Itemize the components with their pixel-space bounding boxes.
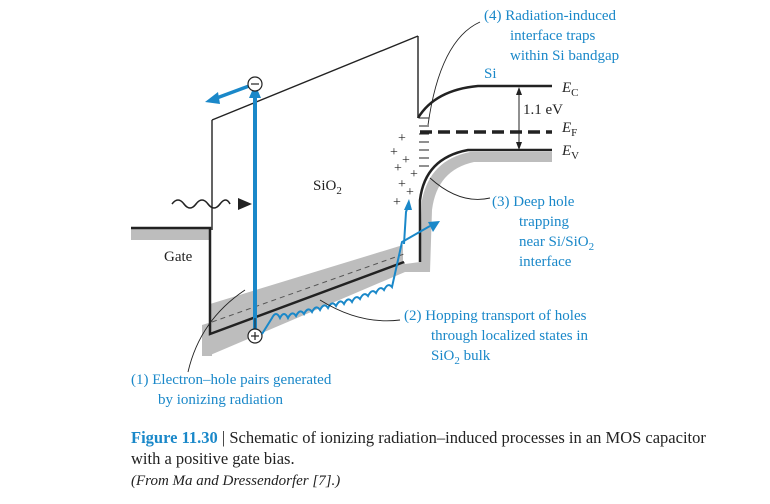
bandgap-arrowhead-down — [516, 142, 522, 150]
caption-separator: | — [217, 428, 230, 447]
svg-text:(4) Radiation-induced: (4) Radiation-induced — [484, 8, 617, 24]
leader-2 — [319, 299, 401, 322]
interface-traps — [419, 117, 429, 167]
svg-text:trapping: trapping — [519, 214, 569, 230]
radiation-wave — [171, 199, 231, 209]
svg-text:(2) Hopping transport of holes: (2) Hopping transport of holes — [404, 308, 587, 324]
si-label: Si — [484, 66, 497, 82]
svg-text:+: + — [390, 145, 398, 160]
annotation-4: (4) Radiation-induced interface traps wi… — [484, 8, 619, 64]
svg-text:+: + — [406, 185, 414, 200]
annotation-3: (3) Deep hole trapping near Si/SiO2 inte… — [492, 194, 594, 270]
svg-text:+: + — [410, 167, 418, 182]
gate-outline — [131, 226, 405, 336]
leader-4 — [427, 21, 481, 126]
leader-3 — [429, 177, 491, 200]
hopping-arrowhead — [428, 221, 440, 232]
svg-text:(3) Deep hole: (3) Deep hole — [492, 194, 575, 210]
oxide-cb-top — [211, 35, 419, 121]
trapped-holes: + + + + + + + + — [390, 131, 418, 210]
svg-text:interface traps: interface traps — [510, 28, 596, 44]
svg-text:near Si/SiO2: near Si/SiO2 — [519, 234, 594, 253]
hopping-path — [261, 225, 431, 335]
bandgap-arrowhead-up — [516, 87, 522, 95]
annotation-2: (2) Hopping transport of holes through l… — [404, 308, 589, 367]
valence-band-gray — [405, 152, 552, 272]
leader-1 — [187, 289, 246, 373]
svg-text:by ionizing radiation: by ionizing radiation — [158, 392, 283, 408]
svg-text:interface: interface — [519, 254, 572, 270]
svg-text:within Si bandgap: within Si bandgap — [510, 48, 619, 64]
svg-text:(1) Electron–hole pairs genera: (1) Electron–hole pairs generated — [131, 372, 332, 388]
electron-escape-arrowhead — [205, 92, 220, 104]
si-conduction-band — [416, 84, 552, 119]
figure-caption: Figure 11.30 | Schematic of ionizing rad… — [131, 427, 731, 492]
figure-number: Figure 11.30 — [131, 428, 218, 447]
bottom-gray-strip — [202, 338, 212, 356]
svg-text:+: + — [393, 195, 401, 210]
electron-escape-arrow — [213, 84, 250, 101]
radiation-arrowhead — [238, 198, 252, 210]
gate-band-gray — [131, 228, 403, 324]
sio2-label: SiO2 — [313, 178, 342, 197]
svg-text:+: + — [398, 131, 406, 146]
caption-text: Schematic of ionizing radiation–induced … — [131, 428, 706, 468]
svg-text:+: + — [394, 161, 402, 176]
ec-label: EC — [561, 80, 579, 99]
caption-source: (From Ma and Dressendorfer [7].) — [131, 473, 341, 489]
svg-text:+: + — [398, 177, 406, 192]
svg-text:SiO2 bulk: SiO2 bulk — [431, 348, 491, 367]
ev-label: EV — [561, 143, 579, 162]
oxide-dashed-line — [211, 253, 405, 323]
annotation-1: (1) Electron–hole pairs generated by ion… — [131, 372, 332, 408]
gate-label: Gate — [164, 249, 193, 265]
gap-label: 1.1 eV — [523, 102, 563, 118]
svg-text:+: + — [402, 153, 410, 168]
svg-text:through localized states in: through localized states in — [431, 328, 589, 344]
ef-label: EF — [561, 120, 577, 139]
si-valence-band — [418, 148, 552, 262]
